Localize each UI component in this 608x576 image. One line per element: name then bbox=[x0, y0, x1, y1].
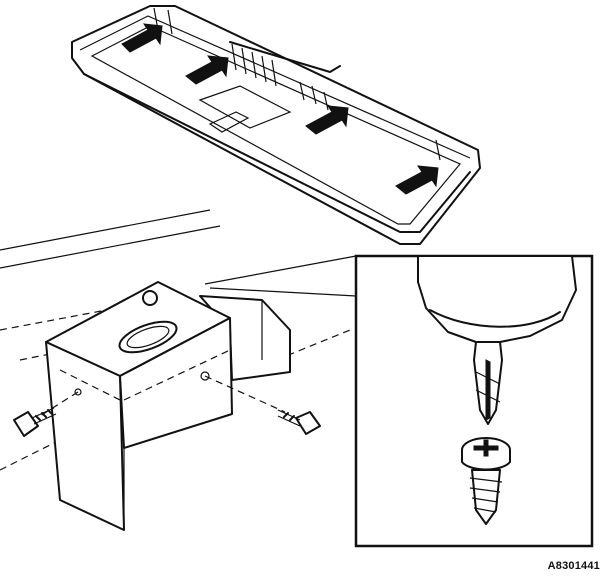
detail-inset bbox=[354, 254, 594, 548]
figure-reference-code: A8301441 bbox=[547, 560, 600, 572]
push-arrow-icon bbox=[121, 23, 439, 195]
phillips-screwdriver-icon bbox=[417, 255, 577, 425]
cover-tray bbox=[71, 5, 481, 245]
tray-clips bbox=[153, 7, 441, 161]
callout-line bbox=[204, 255, 357, 285]
callout-line bbox=[209, 287, 357, 297]
screw-icon bbox=[13, 407, 321, 437]
screw-icon bbox=[461, 437, 511, 525]
bracket-assembly bbox=[39, 281, 291, 531]
